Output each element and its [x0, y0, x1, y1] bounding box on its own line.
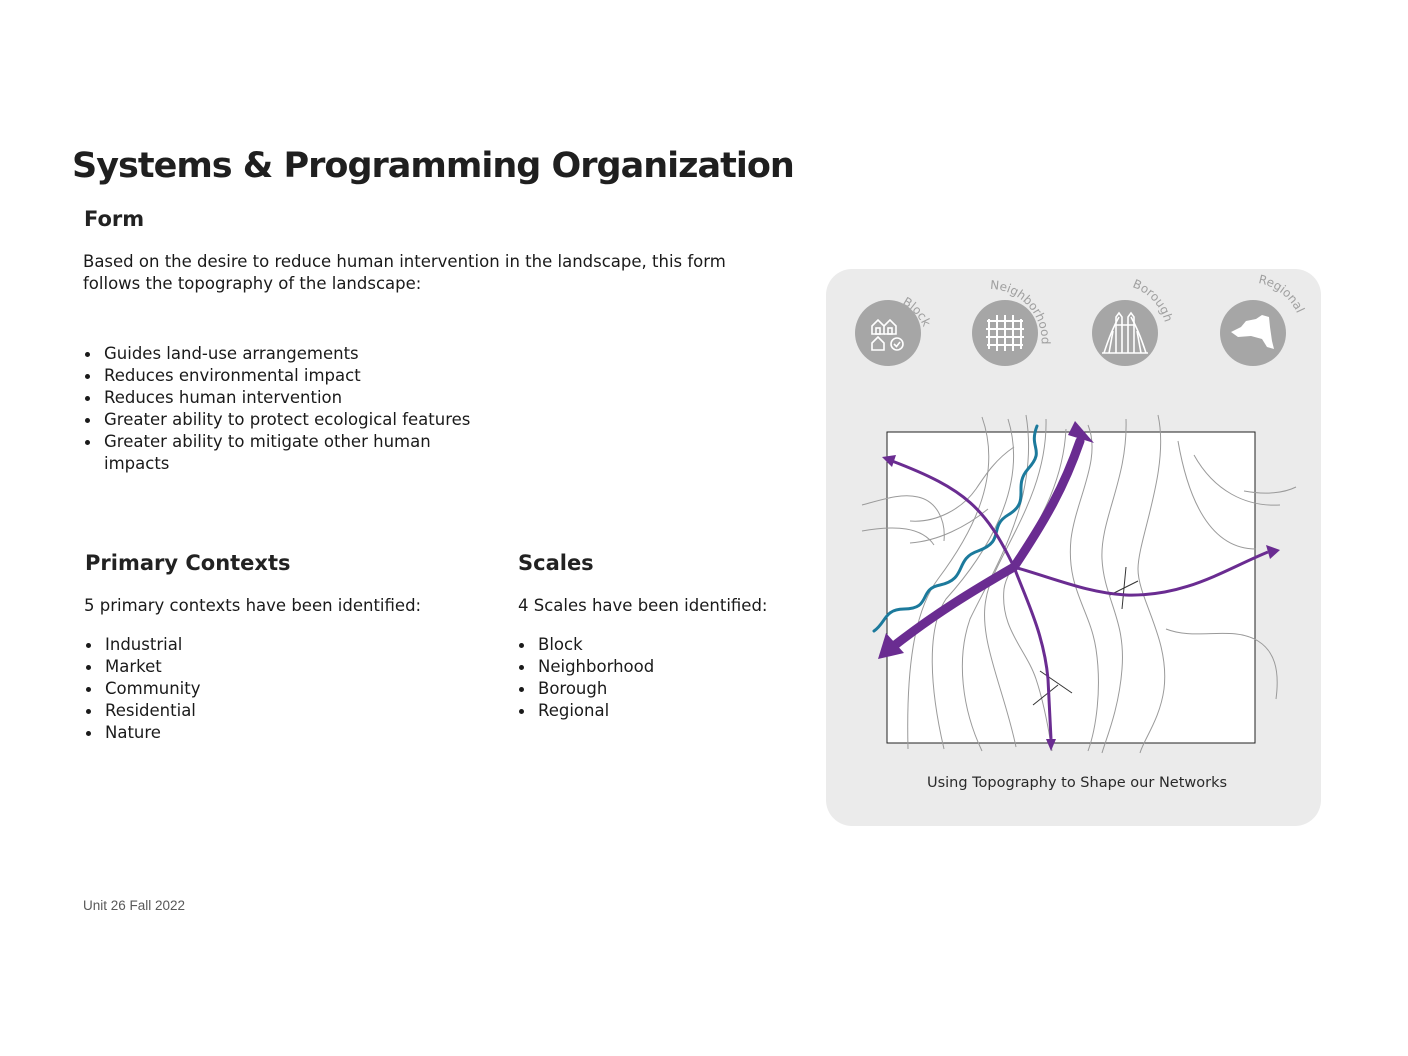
contour-map: [861, 414, 1297, 754]
list-item: Borough: [517, 678, 777, 700]
new-york-state-icon: [1220, 300, 1286, 366]
form-heading: Form: [84, 207, 145, 231]
contexts-list: Industrial Market Community Residential …: [84, 634, 384, 744]
scales-intro: 4 Scales have been identified:: [518, 596, 768, 615]
list-item: Guides land-use arrangements: [83, 343, 473, 365]
footer-note: Unit 26 Fall 2022: [83, 898, 186, 913]
list-item: Neighborhood: [517, 656, 777, 678]
contexts-intro: 5 primary contexts have been identified:: [84, 596, 422, 615]
list-item: Regional: [517, 700, 777, 722]
street-grid-icon: [972, 300, 1038, 366]
topography-diagram-panel: Block Neighborhood Borough Regional: [826, 269, 1321, 826]
contexts-heading: Primary Contexts: [85, 551, 291, 575]
bridge-icon: [1092, 300, 1158, 366]
topography-diagram: Block Neighborhood Borough Regional: [855, 272, 1307, 754]
list-item: Greater ability to mitigate other human …: [83, 431, 473, 475]
list-item: Greater ability to protect ecological fe…: [83, 409, 473, 431]
page-title: Systems & Programming Organization: [72, 146, 795, 186]
network-arrows: [878, 421, 1280, 751]
form-bullet-list: Guides land-use arrangements Reduces env…: [83, 343, 473, 475]
list-item: Industrial: [84, 634, 384, 656]
list-item: Reduces environmental impact: [83, 365, 473, 387]
list-item: Block: [517, 634, 777, 656]
list-item: Residential: [84, 700, 384, 722]
waterway-line: [872, 424, 1039, 633]
scales-heading: Scales: [518, 551, 594, 575]
houses-icon: [855, 300, 921, 366]
list-item: Community: [84, 678, 384, 700]
list-item: Market: [84, 656, 384, 678]
scales-list: Block Neighborhood Borough Regional: [517, 634, 777, 722]
list-item: Reduces human intervention: [83, 387, 473, 409]
diagram-caption: Using Topography to Shape our Networks: [926, 775, 1228, 791]
list-item: Nature: [84, 722, 384, 744]
form-intro: Based on the desire to reduce human inte…: [83, 252, 726, 293]
